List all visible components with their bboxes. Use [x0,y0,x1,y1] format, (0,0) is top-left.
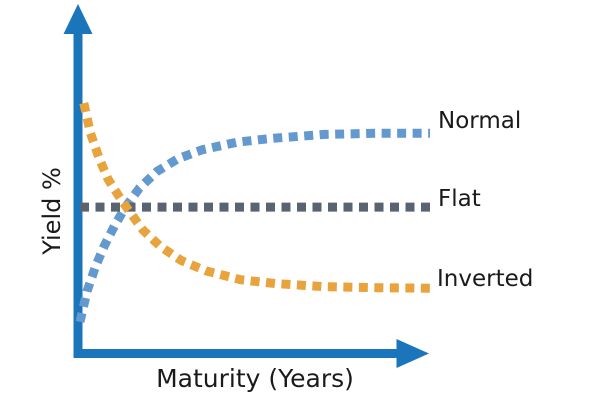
curve-normal [75,128,430,323]
x-axis-line [73,349,398,358]
x-axis [73,339,429,368]
curves-layer [75,102,431,323]
series-label-inverted: Inverted [437,266,534,292]
series-label-normal: Normal [438,108,522,134]
x-axis-title: Maturity (Years) [156,364,354,393]
y-axis [63,4,93,358]
y-axis-line [73,26,83,358]
curve-inverted [79,102,431,293]
x-axis-arrow-icon [396,339,429,368]
series-label-flat: Flat [438,186,481,212]
y-axis-arrow-icon [63,4,93,34]
y-axis-title: Yield % [38,167,66,255]
